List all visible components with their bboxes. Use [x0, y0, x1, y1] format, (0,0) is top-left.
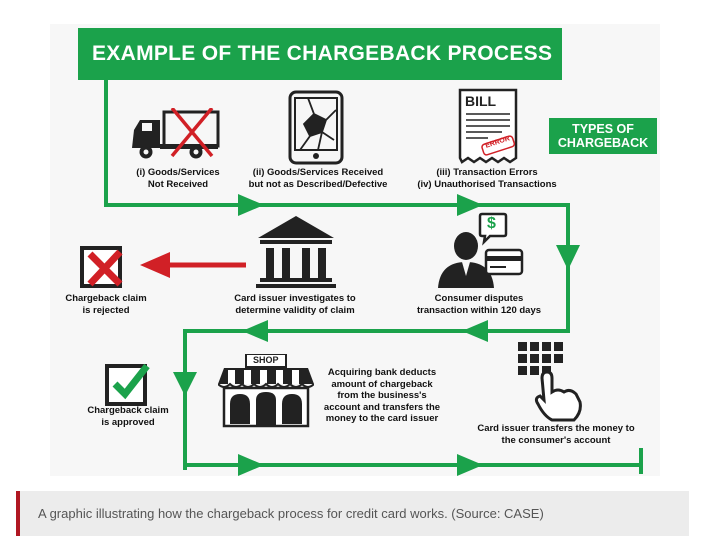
- bill-error-icon: BILL ERROR: [458, 88, 518, 164]
- flow-line-top: [104, 78, 570, 270]
- flow-arrow-down-1: [556, 245, 580, 270]
- keypad-hand-icon: [518, 342, 582, 422]
- flow-line-bottom: [183, 452, 641, 467]
- flow-arrow-left-1: [462, 320, 488, 342]
- flow-arrow-down-2: [173, 372, 197, 396]
- green-check-checkbox-icon: [105, 363, 150, 406]
- flow-line-middle: [183, 270, 570, 470]
- shop-storefront-icon: SHOP: [218, 354, 314, 428]
- caption-text: A graphic illustrating how the chargebac…: [38, 506, 544, 521]
- flow-arrow-left-2: [242, 320, 268, 342]
- page-title: EXAMPLE OF THE CHARGEBACK PROCESS: [92, 42, 553, 65]
- cracked-tablet-icon: [288, 90, 344, 165]
- shop-sign: SHOP: [253, 355, 279, 365]
- flow-arrow-right-2: [457, 194, 483, 216]
- red-x-checkbox-icon: [80, 246, 123, 288]
- caption-accent-bar: [16, 491, 20, 536]
- flow-arrow-right-1: [238, 194, 264, 216]
- consumer-speech-dollar-icon: $: [432, 212, 524, 288]
- types-label-line2: CHARGEBACK: [557, 136, 649, 150]
- figure-caption: A graphic illustrating how the chargebac…: [16, 491, 689, 536]
- crossed-out-truck-icon: [132, 108, 220, 159]
- bank-building-icon: [256, 216, 336, 288]
- title-banner: EXAMPLE OF THE CHARGEBACK PROCESS: [78, 28, 562, 80]
- flow-arrow-right-3: [238, 454, 264, 476]
- types-of-chargeback-label: TYPES OF CHARGEBACK: [549, 118, 657, 154]
- bill-text: BILL: [465, 93, 497, 109]
- flow-arrow-right-4: [457, 454, 483, 476]
- type-errors-label: (iii) Transaction Errors(iv) Unauthorise…: [417, 167, 557, 190]
- reject-arrow-head: [140, 252, 170, 278]
- dollar-sign: $: [487, 215, 496, 232]
- types-label-line1: TYPES OF: [572, 122, 634, 136]
